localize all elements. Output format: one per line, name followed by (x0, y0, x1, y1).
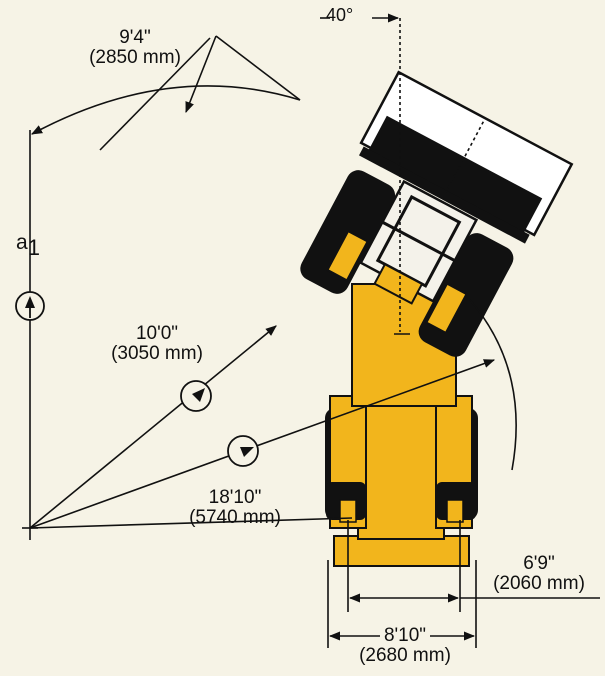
outer-radius-line (29, 359, 496, 529)
tread-width-ft: 6'9" (523, 553, 555, 574)
bucket-width-extension-left (99, 37, 211, 151)
outer-turning-arc (31, 85, 301, 135)
axis-a1-label: a1 (16, 231, 40, 260)
overall-width-label: 8'10" (2680 mm) (340, 626, 470, 666)
tread-width-label: 6'9" (2060 mm) (478, 554, 600, 594)
front-right-tire (418, 233, 514, 357)
inner-radius-ft: 10'0" (135, 323, 179, 344)
direction-marker-a1 (15, 291, 45, 321)
rear-right-tire (435, 395, 478, 529)
tread-width-mm: (2060 mm) (493, 572, 585, 594)
bucket-width-ft: 9'4" (119, 27, 151, 48)
front-frame (300, 70, 574, 357)
overall-width-mm: (2680 mm) (359, 644, 451, 666)
outer-radius-mm: (5740 mm) (189, 506, 281, 528)
rear-frame (325, 283, 478, 567)
rear-radius-line (29, 517, 353, 529)
bucket-width-label: 9'4" (2850 mm) (70, 28, 200, 68)
bucket-width-mm: (2850 mm) (89, 46, 181, 68)
rear-counterweight (333, 535, 470, 567)
rear-left-tire (325, 395, 367, 529)
inner-radius-mm: (3050 mm) (111, 342, 203, 364)
outer-radius-ft: 18'10" (208, 487, 262, 508)
bucket-width-arrow (185, 35, 217, 114)
axis-a1-sub: 1 (27, 235, 40, 260)
front-left-tire (300, 170, 396, 294)
overall-width-ft: 8'10" (379, 626, 431, 646)
angle-label: 40° (326, 5, 354, 25)
rear-body (357, 394, 445, 540)
inner-radius-label: 10'0" (3050 mm) (92, 324, 222, 364)
inner-radius-line (29, 325, 277, 529)
direction-marker-inner (180, 380, 212, 412)
outer-sweep-arc (469, 299, 517, 471)
outer-radius-label: 18'10" (5740 mm) (170, 488, 300, 528)
dimension-lines (29, 13, 600, 648)
direction-marker-outer (227, 435, 259, 467)
axis-a1-base: a (16, 231, 28, 254)
